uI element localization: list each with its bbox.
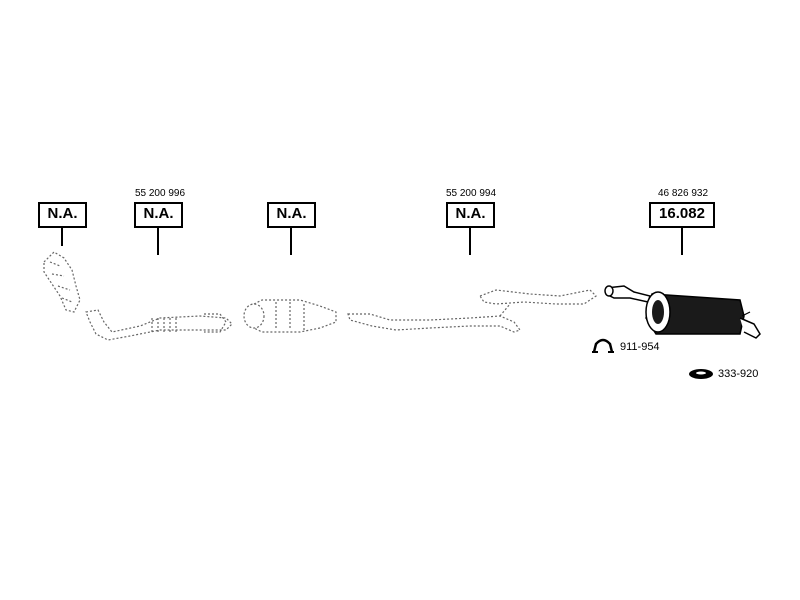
part-number-5: 46 826 932 — [657, 188, 709, 199]
catalytic-converter-outline — [243, 299, 337, 333]
part-box-4[interactable]: N.A. — [446, 202, 495, 228]
leader-line-4 — [469, 228, 471, 255]
part-box-2[interactable]: N.A. — [134, 202, 183, 228]
leader-line-5 — [681, 228, 683, 255]
intermediate-pipe-outline — [85, 309, 233, 341]
part-number-4: 55 200 994 — [445, 188, 497, 199]
middle-pipe-outline — [347, 289, 597, 333]
part-box-5[interactable]: 16.082 — [649, 202, 715, 228]
leader-line-2 — [157, 228, 159, 255]
part-box-3[interactable]: N.A. — [267, 202, 316, 228]
part-box-1[interactable]: N.A. — [38, 202, 87, 228]
front-pipe-outline — [43, 251, 81, 313]
clamp-code: 911-954 — [620, 341, 660, 353]
hanger-code: 333-920 — [718, 368, 759, 380]
part-number-2: 55 200 996 — [134, 188, 186, 199]
leader-line-1 — [61, 228, 63, 246]
rear-silencer — [604, 285, 761, 339]
leader-line-3 — [290, 228, 292, 255]
